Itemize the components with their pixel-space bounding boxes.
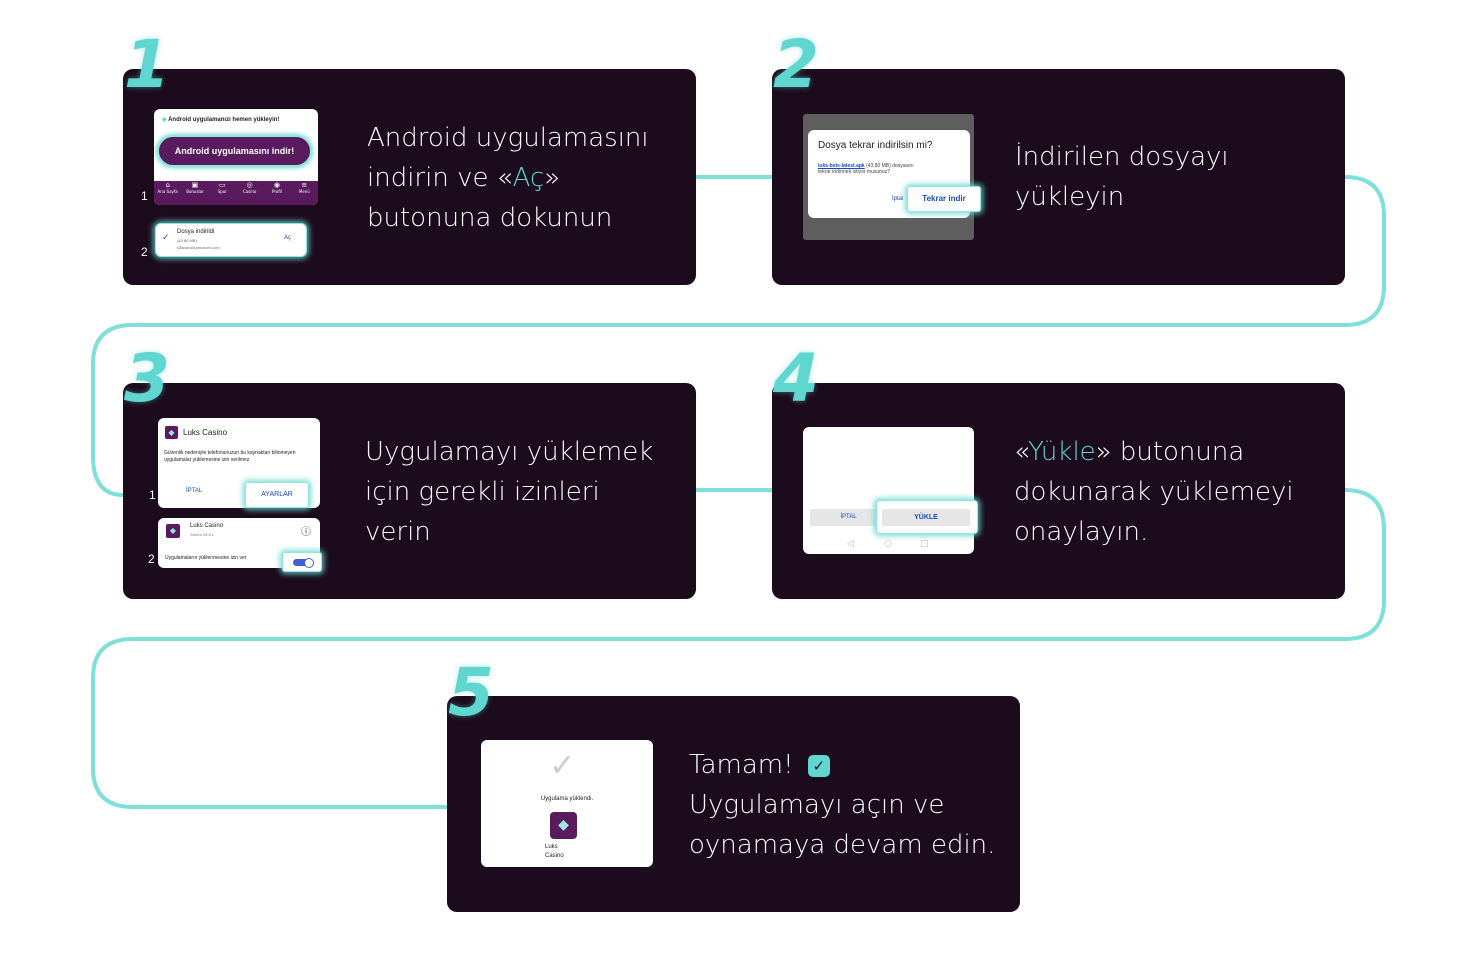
user-icon: ◉ [273,181,281,189]
nav-item-home[interactable]: ⌂ Ana Sayfa [154,181,181,205]
step-2-phone-mock: Dosya tekrar indirilsin mi? luks-bets-la… [803,114,974,240]
sub-step-index: 1 [149,488,156,502]
chip-icon: ◎ [246,181,253,189]
allow-install-toggle[interactable] [282,552,322,572]
app-icon: ◆ [166,524,180,538]
app-name: Luks Casino [183,428,228,437]
app-label: Luks Casino [545,844,564,859]
download-app-button[interactable]: Android uygulamasını indir! [158,136,311,166]
step-5-number: 5 [448,654,494,731]
dialog-title: Dosya tekrar indirilsin mi? [818,140,933,151]
app-icon[interactable]: ◆ [550,812,577,839]
allow-install-label: Uygulamaların yüklenmesine izin ver [165,555,247,561]
installed-screen: ✓ Uygulama yüklendi. ◆ Luks Casino [481,740,653,867]
sub-step-index: 2 [141,245,148,259]
dialog-cancel-button[interactable]: İptal [892,196,904,202]
nav-item-menu[interactable]: ≡ Menü [291,181,318,205]
sub-step-index: 2 [148,552,155,566]
step-2-description: İndirilen dosyayı yükleyin [1015,142,1229,212]
dialog-body: luks-bets-latest.apk (43,80 MB) dosyasın… [818,163,914,175]
download-host: s3android.pmdcom.com [177,245,220,250]
install-keyword: Yükle [1028,437,1096,467]
app-version: Sürüm 24.9.1 [190,532,215,537]
file-link[interactable]: luks-bets-latest.apk [818,163,865,169]
settings-button[interactable]: AYARLAR [245,482,309,508]
step-4-number: 4 [773,340,819,417]
checkmark-icon: ✓ [549,746,576,784]
system-nav-bar: ◁ ○ □ [803,537,974,554]
security-warning: Güvenlik nedeniyle telefonunuzun bu kayn… [164,450,296,463]
diamond-icon: ◆ [162,117,167,123]
home-icon[interactable]: ○ [884,539,892,549]
gift-icon: ▣ [191,181,199,189]
download-size: (43,80 MB) [177,238,197,243]
step-3-description: Uygulamayı yüklemek için gerekli izinler… [365,437,654,547]
nav-item-casino[interactable]: ◎ Casino [236,181,263,205]
dialog-cancel-button[interactable]: İPTAL [810,509,887,526]
step-5-description: Tamam! ✓ Uygulamayı açın ve oynamaya dev… [689,750,996,860]
nav-item-bonus[interactable]: ▣ Bonuslar [181,181,208,205]
open-file-button[interactable]: Aç [284,235,292,241]
step-1-phone-mock: ◆ Android uygulamanızı hemen yükleyin! A… [154,109,318,205]
redownload-button[interactable]: Tekrar indir [907,186,981,212]
home-icon: ⌂ [165,181,170,189]
info-icon[interactable]: ⓘ [301,527,311,538]
step-1-number: 1 [124,26,170,103]
recents-icon[interactable]: □ [920,539,929,549]
step-3-number: 3 [124,340,170,417]
menu-icon: ≡ [301,181,308,189]
toggle-track [293,559,313,566]
installed-message: Uygulama yüklendi. [540,796,594,802]
install-button[interactable]: YÜKLE [876,500,978,534]
open-keyword: Aç [512,163,545,193]
check-badge-icon: ✓ [807,754,830,777]
step-1-description: Android uygulamasını indirin ve «Aç» but… [367,123,649,233]
dialog-cancel-button[interactable]: İPTAL [186,488,203,494]
step-2-number: 2 [773,26,819,103]
download-title: Dosya indirildi [177,229,215,235]
step-4-description: «Yükle» butonuna dokunarak yüklemeyi ona… [1014,437,1294,547]
toggle-knob [304,558,314,568]
nav-item-sport[interactable]: ▭ Spor [209,181,236,205]
install-banner: ◆ Android uygulamanızı hemen yükleyin! [162,117,280,123]
back-icon[interactable]: ◁ [847,539,854,549]
download-notification: ✓ Dosya indirildi (43,80 MB) s3android.p… [155,223,307,257]
app-name: Luks Casino [190,523,224,529]
ticket-icon: ▭ [219,181,226,189]
install-confirm-screen: İPTAL ◁ ○ □ [803,427,974,554]
bottom-nav: ⌂ Ana Sayfa ▣ Bonuslar ▭ Spor ◎ Casino ◉… [154,181,318,205]
sub-step-index: 1 [141,189,148,203]
nav-item-profile[interactable]: ◉ Profil [263,181,290,205]
download-done-icon: ✓ [162,233,170,243]
app-icon: ◆ [165,426,178,439]
